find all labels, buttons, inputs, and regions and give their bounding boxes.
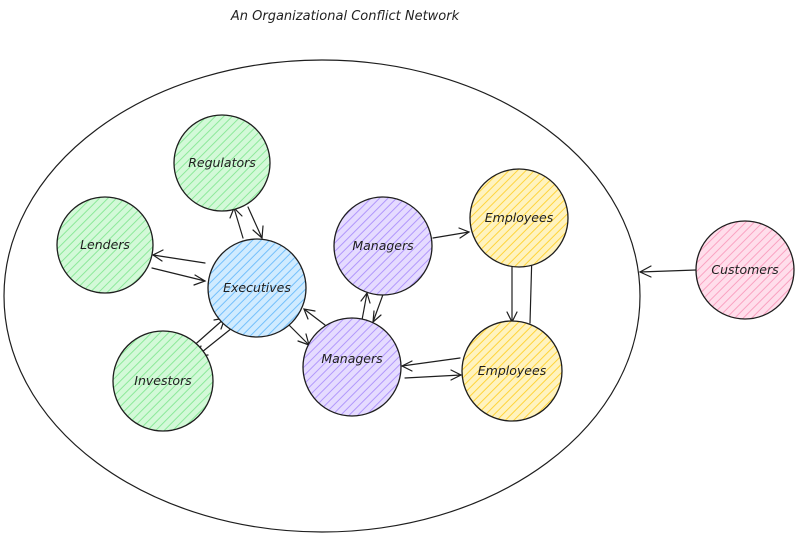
node-investors-circle (112, 330, 214, 432)
node-lenders-circle (56, 196, 154, 294)
edge-managers-employees-top (432, 227, 471, 239)
node-lenders[interactable]: Lenders (56, 196, 154, 294)
node-regulators-circle (173, 114, 271, 212)
node-managers-bottom-circle (302, 317, 402, 417)
node-customers-label: Customers (711, 262, 779, 277)
node-lenders-label: Lenders (80, 237, 130, 252)
edge-regulators-executives (229, 206, 264, 240)
node-executives[interactable]: Executives (207, 238, 307, 338)
node-managers-bottom[interactable]: Managers (302, 317, 402, 417)
node-investors[interactable]: Investors (112, 330, 214, 432)
node-managers-bottom-label: Managers (321, 351, 383, 366)
node-employees-bottom-circle (461, 320, 563, 422)
edge-lenders-executives (151, 249, 207, 286)
node-employees-top-circle (469, 168, 569, 268)
node-customers-circle (695, 220, 795, 320)
node-executives-circle (207, 238, 307, 338)
node-managers-top-label: Managers (352, 238, 414, 253)
node-managers-top[interactable]: Managers (333, 196, 433, 296)
diagram-title: An Organizational Conflict Network (230, 9, 460, 24)
node-regulators-label: Regulators (188, 155, 256, 170)
edge-customers-organization (638, 265, 697, 278)
node-employees-top-label: Employees (485, 210, 554, 225)
node-investors-label: Investors (134, 373, 192, 388)
node-employees-top[interactable]: Employees (469, 168, 569, 268)
node-employees-bottom[interactable]: Employees (461, 320, 563, 422)
organization-boundary (3, 59, 641, 533)
node-managers-top-circle (333, 196, 433, 296)
node-customers[interactable]: Customers (695, 220, 795, 320)
node-executives-label: Executives (223, 280, 291, 295)
node-regulators[interactable]: Regulators (173, 114, 271, 212)
node-employees-bottom-label: Employees (478, 363, 547, 378)
edge-managers-employees-bottom (400, 357, 463, 381)
